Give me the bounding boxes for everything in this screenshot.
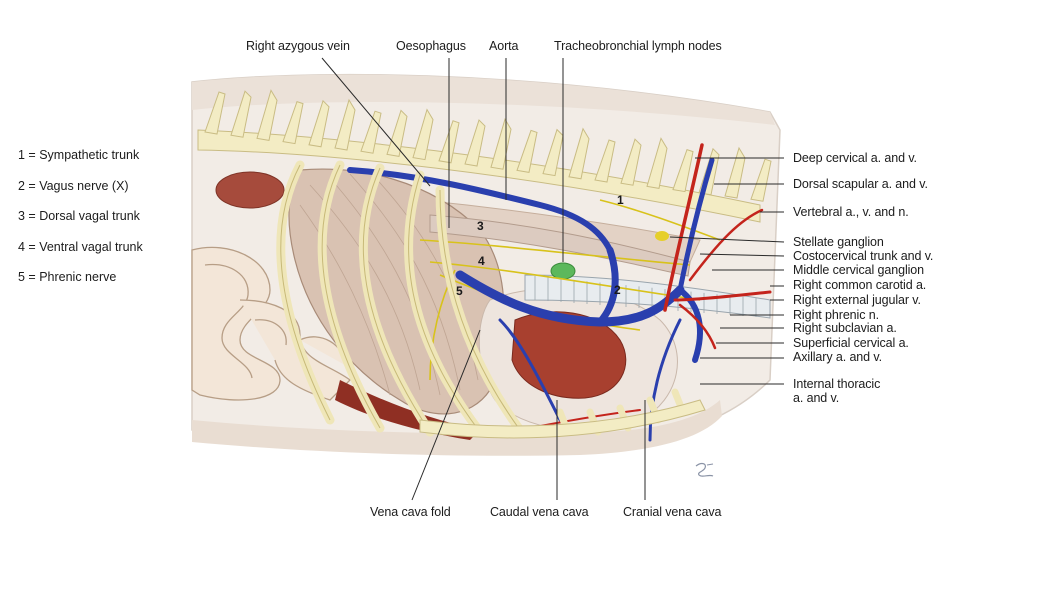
label-aorta: Aorta [489,39,519,53]
vertebral-spine [646,137,668,189]
label-caudal-vena-cava: Caudal vena cava [490,505,589,519]
label-middle-cervical-ganglion: Middle cervical ganglion [793,263,925,277]
oesophagus-structure [429,214,691,277]
vertebral-spine [386,109,408,157]
vertebral-spine [256,89,278,141]
marker-2: 2 [614,283,621,297]
legend-item-phrenic-nerve: 5 = Phrenic nerve [18,270,117,284]
vertebral-spine [568,127,590,180]
vertebral-spine [204,91,226,135]
ventral-skin [192,400,722,456]
dorsal-skin [192,74,775,125]
label-right-subclavian: Right subclavian a. [793,321,897,335]
label-costocervical-trunk: Costocervical trunk and v. [793,249,934,263]
rib-outline [321,164,381,429]
vertebral-spine [282,100,304,145]
label-vena-cava-fold: Vena cava fold [370,505,451,519]
intestines [191,246,351,401]
vertebral-spine [334,98,356,151]
vertebral-spine [516,129,538,173]
legend-item-ventral-vagal-trunk: 4 = Ventral vagal trunk [18,239,143,254]
rib-outline [362,167,431,433]
veins [347,157,715,442]
label-internal-thoracic-line2: a. and v. [793,391,840,405]
label-right-external-jugular: Right external jugular v. [793,293,921,307]
label-oesophagus: Oesophagus [396,39,466,53]
vertebral-column [197,89,772,223]
marker-1: 1 [617,193,624,207]
arteries [519,143,772,431]
rib-outline [439,189,521,431]
vertebral-spine [620,138,642,186]
legend-item-sympathetic-trunk: 1 = Sympathetic trunk [18,148,140,162]
vertebral-spine [672,148,694,193]
rib-outline [280,164,331,421]
vertebral-spine [594,139,616,183]
label-dorsal-scapular: Dorsal scapular a. and v. [793,177,928,191]
marker-3: 3 [477,219,484,233]
vertebral-spine [230,90,252,138]
sternum [419,399,706,439]
label-right-common-carotid: Right common carotid a. [793,278,927,292]
label-tracheobronchial-lymph-nodes: Tracheobronchial lymph nodes [554,39,722,53]
label-vertebral: Vertebral a., v. and n. [793,205,909,219]
stellate-ganglion [655,231,669,241]
label-right-phrenic: Right phrenic n. [793,308,879,322]
label-stellate-ganglion: Stellate ganglion [793,235,884,249]
vertebral-spine [464,119,486,167]
marker-5: 5 [456,284,463,298]
lymph-node [550,262,576,280]
vertebral-spine [412,108,434,161]
label-axillary: Axillary a. and v. [793,350,882,364]
leader-lines [321,57,785,501]
legend-item-vagus-nerve: 2 = Vagus nerve (X) [18,178,129,193]
heart [511,311,627,399]
artist-signature [695,462,714,477]
label-superficial-cervical: Superficial cervical a. [793,336,909,350]
marker-4: 4 [478,254,485,268]
label-internal-thoracic-line1: Internal thoracic [793,377,881,391]
rib-outline [408,174,481,433]
vertebral-spine [308,99,330,148]
label-right-azygous-vein: Right azygous vein [246,39,350,53]
legend: 1 = Sympathetic trunk 2 = Vagus nerve (X… [18,148,143,301]
legend-item-dorsal-vagal-trunk: 3 = Dorsal vagal trunk [18,209,140,223]
vertebral-spine [750,158,772,202]
label-deep-cervical: Deep cervical a. and v. [793,151,917,165]
dorsal-organ [215,171,285,209]
label-cranial-vena-cava: Cranial vena cava [623,505,722,519]
